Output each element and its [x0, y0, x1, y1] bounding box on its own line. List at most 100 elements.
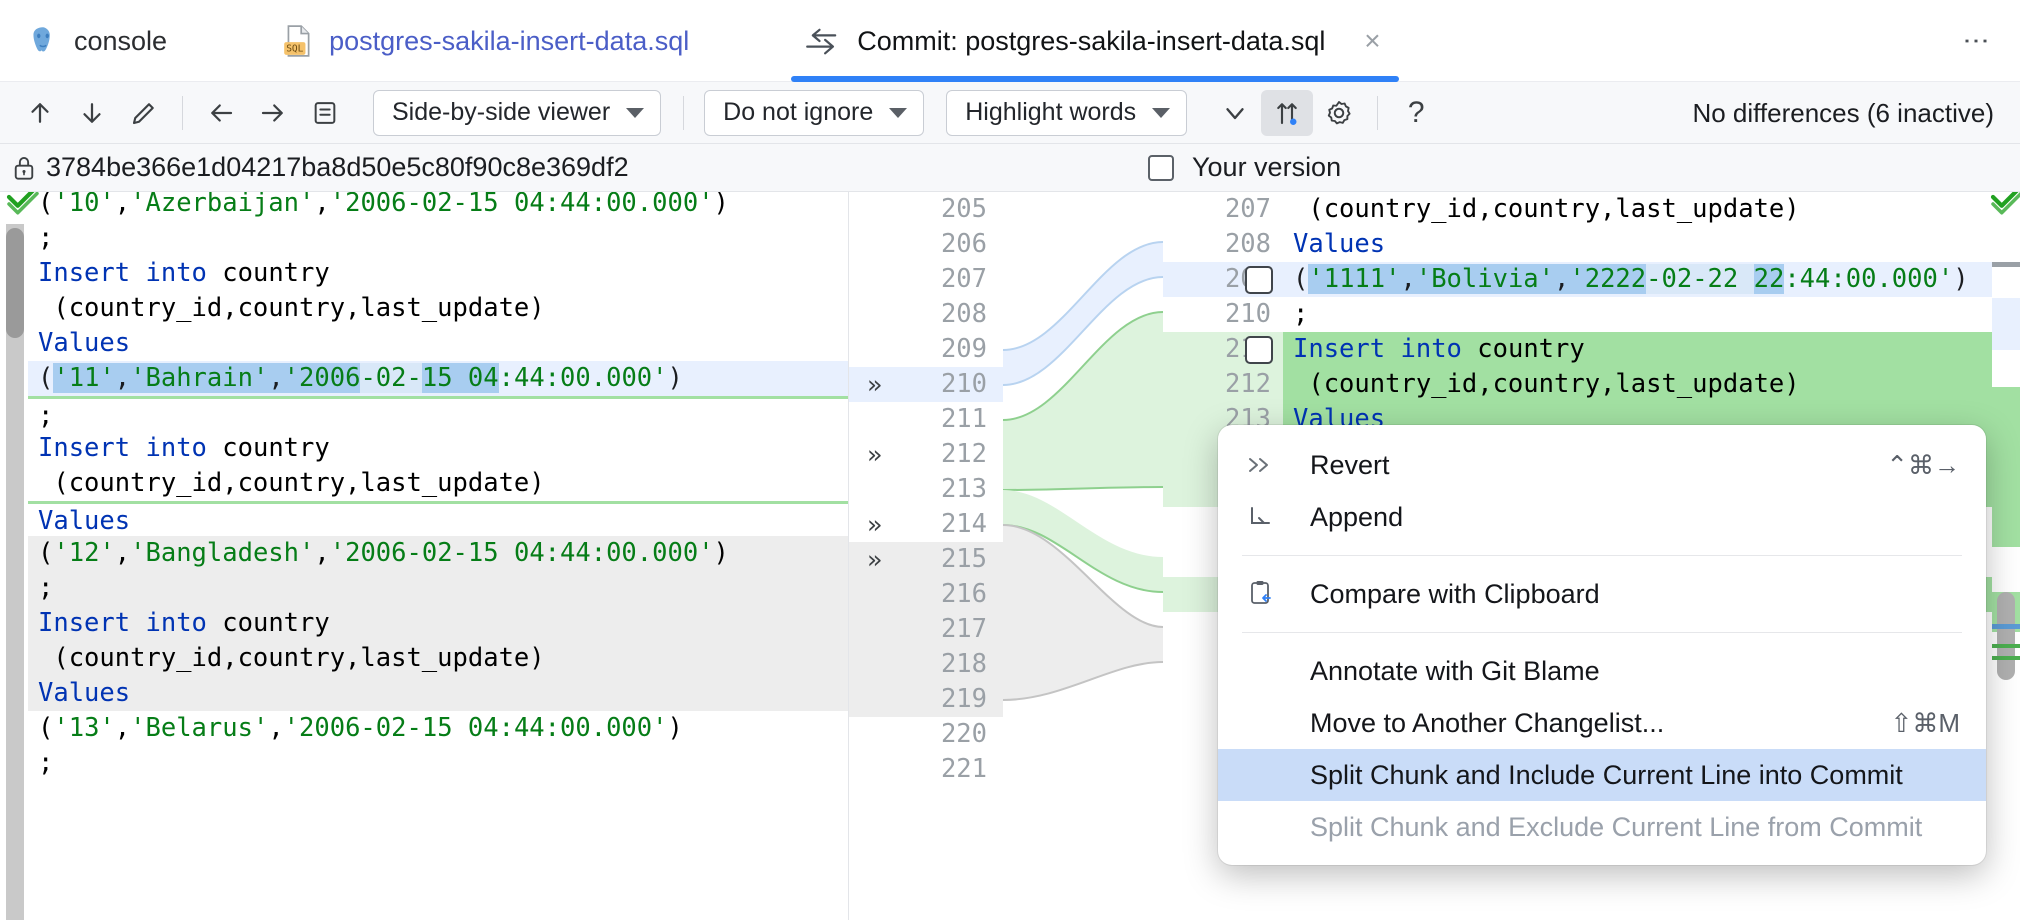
annotations-button[interactable] [299, 90, 351, 136]
left-scrollbar[interactable] [0, 192, 39, 920]
sql-file-icon: SQL [284, 25, 310, 57]
collapse-unchanged-button[interactable] [1209, 90, 1261, 136]
line-number-row[interactable]: 210 [1163, 297, 1283, 332]
code-line: ; [28, 396, 848, 431]
line-number-row[interactable]: 211 [1163, 332, 1283, 367]
arrow-down-icon [83, 102, 101, 123]
line-number-row[interactable]: 207 [849, 262, 1003, 297]
synchronize-scroll-button[interactable] [1261, 89, 1314, 136]
ignore-policy-dropdown[interactable]: Do not ignore [704, 89, 925, 136]
close-icon[interactable]: × [1364, 25, 1381, 56]
right-scrollbar[interactable] [1990, 192, 2020, 920]
line-number-row[interactable]: »214 [849, 507, 1003, 542]
line-number-row[interactable]: 208 [849, 297, 1003, 332]
line-number: 219 [940, 684, 987, 714]
line-number-row[interactable]: »215 [849, 542, 1003, 577]
line-number-row[interactable]: 221 [849, 752, 1003, 787]
code-line: ('1111','Bolivia','2222-02-22 22:44:00.0… [1283, 262, 1992, 297]
line-number-row[interactable]: 208 [1163, 227, 1283, 262]
menu-item-append[interactable]: Append [1218, 491, 1986, 543]
diff-status: No differences (6 inactive) [1692, 82, 1994, 144]
scroll-thumb[interactable] [6, 228, 24, 338]
append-icon [1251, 507, 1270, 524]
tab-sql-file[interactable]: SQL postgres-sakila-insert-data.sql [255, 0, 715, 82]
highlight-mode-dropdown[interactable]: Highlight words [946, 89, 1188, 136]
line-number-row[interactable]: 213 [849, 472, 1003, 507]
line-number-row[interactable]: 207 [1163, 192, 1283, 227]
revert-chevron-icon[interactable]: » [867, 440, 882, 469]
tab-label: Commit: postgres-sakila-insert-data.sql [857, 25, 1326, 56]
revert-arrows-icon [1249, 458, 1268, 472]
menu-item-compare-with-clipboard[interactable]: Compare with Clipboard [1218, 568, 1986, 620]
line-number: 205 [940, 194, 987, 224]
line-number-row[interactable]: 220 [849, 717, 1003, 752]
toolbar-divider-3 [1377, 95, 1379, 130]
arrow-up-icon [31, 102, 49, 123]
line-number: 217 [940, 614, 987, 644]
ignore-policy-label: Do not ignore [723, 98, 874, 126]
sync-scroll-icon [1277, 102, 1297, 125]
menu-item-shortcut: ⇧⌘M [1890, 707, 1960, 738]
line-number-row[interactable]: 209 [849, 332, 1003, 367]
revert-chevron-icon[interactable]: » [867, 370, 882, 399]
go-back-button[interactable] [195, 90, 247, 136]
include-line-checkbox[interactable] [1245, 266, 1273, 294]
edit-source-button[interactable] [118, 90, 170, 136]
tab-console[interactable]: console [0, 0, 193, 82]
menu-item-annotate-with-git-blame[interactable]: Annotate with Git Blame [1218, 645, 1986, 697]
chevron-down-icon [1152, 107, 1171, 118]
scroll-marker-line-green-2 [1992, 656, 2020, 660]
line-number-row[interactable]: 216 [849, 577, 1003, 612]
line-number: 213 [940, 474, 987, 504]
previous-difference-button[interactable] [14, 90, 66, 136]
code-line: Insert into country [28, 606, 848, 641]
line-number-row[interactable]: 206 [849, 227, 1003, 262]
arrow-right-icon [261, 103, 283, 122]
line-number: 209 [940, 334, 987, 364]
diff-toolbar: Side-by-side viewer Do not ignore Highli… [0, 82, 2020, 144]
line-number-row[interactable]: 212 [1163, 367, 1283, 402]
line-number-row[interactable]: 217 [849, 612, 1003, 647]
menu-item-revert[interactable]: Revert⌃⌘→ [1218, 439, 1986, 491]
next-difference-button[interactable] [66, 90, 118, 136]
line-number-row[interactable]: »212 [849, 437, 1003, 472]
commit-hash-label: 3784be366e1d04217ba8d50e5c80f90c8e369df2 [46, 152, 629, 182]
line-number-row[interactable]: 219 [849, 682, 1003, 717]
diff-titles-row: 3784be366e1d04217ba8d50e5c80f90c8e369df2… [0, 144, 2020, 192]
line-number: 207 [940, 264, 987, 294]
include-line-checkbox[interactable] [1245, 336, 1273, 364]
line-number-row[interactable]: 211 [849, 402, 1003, 437]
viewer-mode-dropdown[interactable]: Side-by-side viewer [373, 89, 662, 136]
kebab-glyph: ⋮ [1962, 28, 1992, 54]
menu-item-split-chunk-and-include-current-line-into-commit[interactable]: Split Chunk and Include Current Line int… [1218, 749, 1986, 801]
code-line: Insert into country [38, 433, 330, 463]
code-line: (country_id,country,last_update) [1293, 194, 1800, 224]
line-number-row[interactable]: 209 [1163, 262, 1283, 297]
code-line: Values [38, 328, 131, 358]
right-version-title: Your version [1148, 152, 1341, 183]
code-line: (country_id,country,last_update) [1283, 367, 1992, 402]
line-number: 208 [1224, 229, 1271, 259]
left-code-pane[interactable]: ('10','Azerbaijan','2006-02-15 04:44:00.… [28, 192, 848, 920]
line-number: 221 [940, 754, 987, 784]
go-forward-button[interactable] [247, 90, 299, 136]
line-number-row[interactable]: »210 [849, 367, 1003, 402]
tab-commit-diff[interactable]: Commit: postgres-sakila-insert-data.sql … [779, 0, 1411, 82]
highlight-mode-label: Highlight words [965, 98, 1137, 126]
menu-item-move-to-another-changelist[interactable]: Move to Another Changelist...⇧⌘M [1218, 697, 1986, 749]
your-version-checkbox[interactable] [1148, 154, 1174, 181]
connector-shapes [1003, 241, 1163, 701]
line-number-row[interactable]: 205 [849, 192, 1003, 227]
scroll-thumb-right[interactable] [1997, 592, 2015, 680]
help-button[interactable]: ? [1390, 90, 1442, 136]
revert-chevron-icon[interactable]: » [867, 545, 882, 574]
line-number-row[interactable]: 218 [849, 647, 1003, 682]
editor-options-kebab-icon[interactable]: ⋮ [1956, 0, 1998, 82]
diff-settings-button[interactable] [1313, 90, 1365, 136]
toolbar-divider-2 [683, 95, 685, 130]
your-version-label: Your version [1192, 152, 1342, 182]
pencil-icon [132, 102, 154, 124]
revert-chevron-icon[interactable]: » [867, 510, 882, 539]
